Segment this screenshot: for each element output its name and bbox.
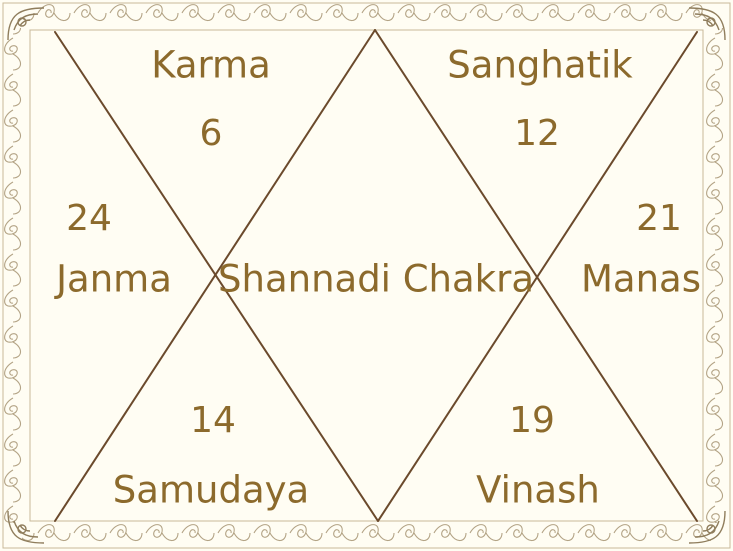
house-value-manas: 21 xyxy=(636,201,682,237)
house-value-karma: 6 xyxy=(200,116,223,152)
house-value-samudaya: 14 xyxy=(190,403,236,439)
house-name-manas: Manas xyxy=(581,261,701,298)
house-name-janma: Janma xyxy=(56,261,172,298)
house-name-vinash: Vinash xyxy=(476,472,600,509)
house-value-janma: 24 xyxy=(66,201,112,237)
house-name-sanghatik: Sanghatik xyxy=(447,47,632,84)
center-title: Shannadi Chakra xyxy=(218,261,534,298)
house-value-vinash: 19 xyxy=(509,403,555,439)
house-name-karma: Karma xyxy=(151,47,271,84)
house-name-samudaya: Samudaya xyxy=(113,472,309,509)
house-value-sanghatik: 12 xyxy=(514,116,560,152)
